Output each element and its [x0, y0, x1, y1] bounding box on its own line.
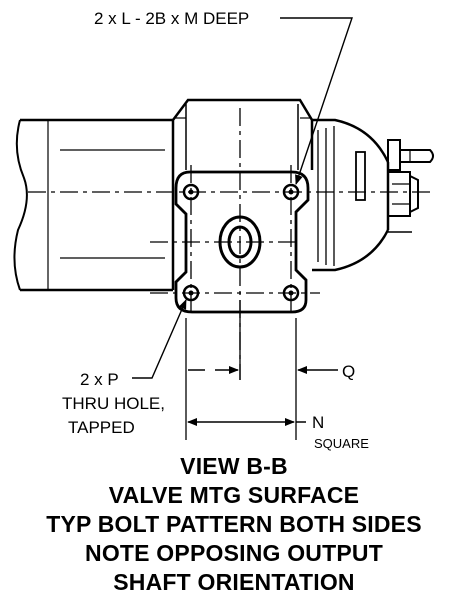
callout-thru-hole-line1: 2 x P — [80, 370, 119, 389]
valve-mounting-drawing: 2 x L - 2B x M DEEP 2 x P THRU HOLE, TAP… — [13, 9, 434, 451]
output-shaft — [387, 139, 434, 233]
bonnet — [171, 98, 314, 290]
callout-thru-hole-line2: THRU HOLE, — [62, 394, 165, 413]
dimension-n-note: SQUARE — [314, 436, 369, 451]
callout-tapped-holes: 2 x L - 2B x M DEEP — [94, 9, 249, 28]
leader-tapped-holes — [280, 17, 353, 185]
callout-thru-hole-line3: TAPPED — [68, 418, 135, 437]
mounting-flange — [174, 170, 310, 314]
caption-line-note: NOTE OPPOSING OUTPUT — [85, 540, 383, 566]
view-caption: VIEW B-B VALVE MTG SURFACE TYP BOLT PATT… — [0, 452, 468, 597]
right-housing — [312, 118, 390, 272]
left-housing — [13, 118, 173, 292]
leader-thru-holes — [132, 299, 187, 379]
centerlines — [28, 108, 430, 380]
caption-line-surface: VALVE MTG SURFACE — [108, 482, 360, 508]
dimension-n-label: N — [312, 413, 324, 432]
extension-lines — [185, 300, 297, 440]
dimension-q-label: Q — [342, 362, 355, 381]
caption-line-pattern: TYP BOLT PATTERN BOTH SIDES — [46, 511, 422, 537]
caption-line-view: VIEW B-B — [180, 453, 288, 479]
caption-line-orientation: SHAFT ORIENTATION — [113, 569, 355, 595]
